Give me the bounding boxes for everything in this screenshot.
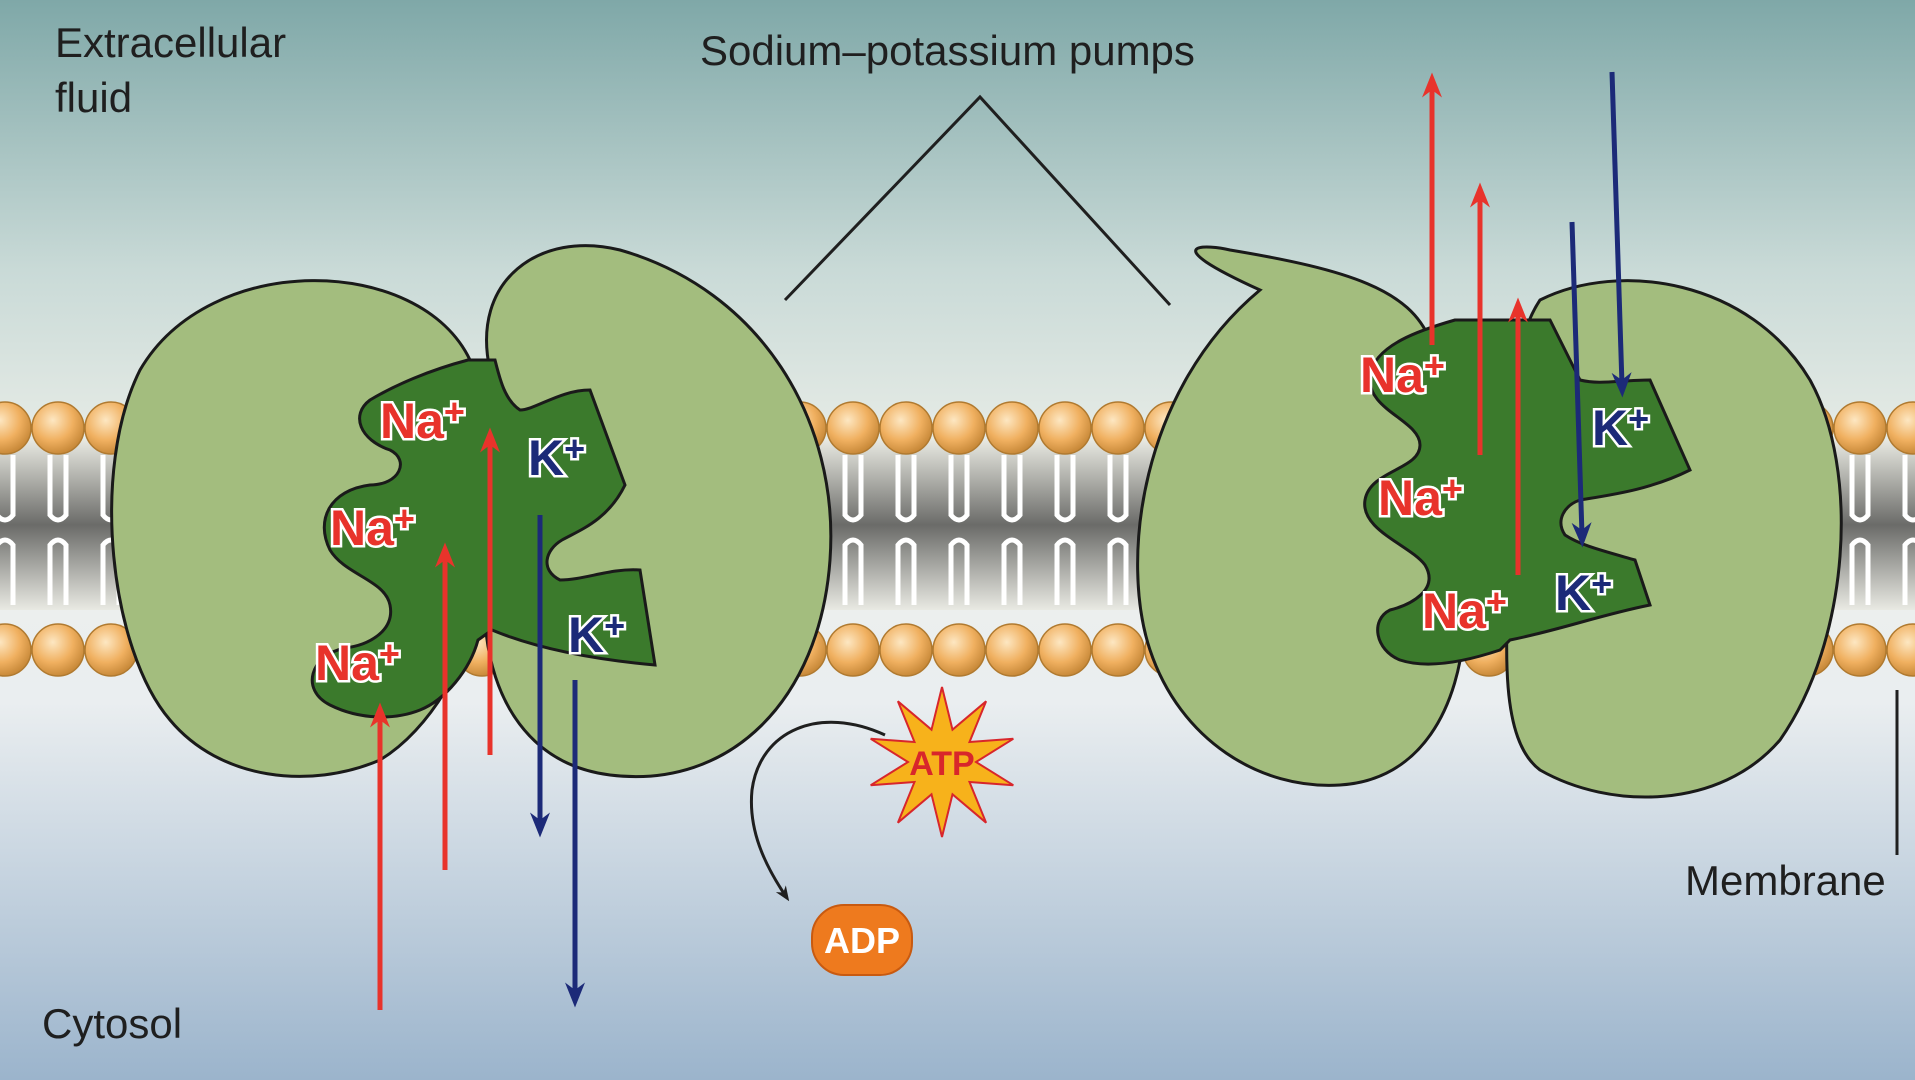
- potassium-ion-label: K+: [1592, 398, 1649, 456]
- lipid-head: [879, 623, 933, 677]
- lipid-head: [932, 623, 986, 677]
- potassium-arrow: [1569, 221, 1592, 548]
- lipid-tail: [47, 455, 69, 523]
- lipid-tail: [0, 537, 16, 605]
- lipid-head: [1833, 401, 1887, 455]
- right-pump-ion-channel: [1363, 318, 1692, 666]
- left-pump-ion-labels: Na+ Na+ Na+ K+ K+: [313, 389, 628, 694]
- lipid-head: [932, 401, 986, 455]
- lipid-tail: [895, 455, 917, 523]
- pumps-title: Sodium–potassium pumps: [700, 27, 1195, 74]
- lipid-head: [1091, 401, 1145, 455]
- atp-to-adp-arrow: [749, 720, 886, 902]
- lipid-tail: [895, 537, 917, 605]
- adp-label: ADP: [824, 920, 900, 961]
- lipid-tail: [1107, 537, 1129, 605]
- lipid-head: [31, 623, 85, 677]
- left-pump: [110, 244, 833, 778]
- pumps-pointer-lines: [783, 94, 1172, 307]
- lipid-head: [0, 623, 32, 677]
- lipid-head: [1886, 401, 1915, 455]
- extracellular-label-line1: Extracellular: [55, 19, 286, 66]
- lipid-tail: [1054, 537, 1076, 605]
- lipid-tail: [948, 455, 970, 523]
- lipid-tail: [47, 537, 69, 605]
- lipid-head: [1886, 623, 1915, 677]
- left-pump-arrows: [370, 427, 585, 1010]
- lipid-head: [985, 623, 1039, 677]
- potassium-ion-label: K+: [528, 428, 585, 486]
- sodium-ion-label: Na+: [315, 633, 400, 691]
- sodium-ion-label: Na+: [1360, 345, 1445, 403]
- right-pump-ion-labels: Na+ Na+ Na+ K+ K+: [1358, 343, 1652, 642]
- lipid-head: [1038, 623, 1092, 677]
- right-pump-arrows: [1422, 71, 1632, 575]
- potassium-ion-label: K+: [1555, 563, 1612, 621]
- lipid-tail: [1107, 455, 1129, 523]
- right-pump: [1136, 245, 1843, 799]
- lipid-tail: [0, 455, 16, 523]
- sodium-ion-label: Na+: [330, 498, 415, 556]
- lipid-head: [985, 401, 1039, 455]
- lipid-tail: [1001, 537, 1023, 605]
- atp-label: ATP: [909, 745, 974, 783]
- potassium-ion-label: K+: [568, 605, 625, 663]
- lipid-tail: [1902, 455, 1915, 523]
- lipid-tail: [1849, 455, 1871, 523]
- lipid-tail: [1001, 455, 1023, 523]
- lipid-head: [31, 401, 85, 455]
- sodium-ion-label: Na+: [1378, 468, 1463, 526]
- lipid-tail: [948, 537, 970, 605]
- sodium-ion-label: Na+: [1422, 581, 1507, 639]
- membrane-label: Membrane: [1685, 857, 1886, 904]
- lipid-head: [826, 623, 880, 677]
- cytosol-label: Cytosol: [42, 1000, 182, 1047]
- lipid-tail: [1902, 537, 1915, 605]
- lipid-head: [1038, 401, 1092, 455]
- lipid-head: [0, 401, 32, 455]
- lipid-head: [879, 401, 933, 455]
- lipid-tail: [1849, 537, 1871, 605]
- lipid-head: [826, 401, 880, 455]
- sodium-ion-label: Na+: [380, 391, 465, 449]
- lipid-tail: [842, 537, 864, 605]
- lipid-tail: [842, 455, 864, 523]
- adp-badge: ADP: [811, 904, 913, 976]
- lipid-head: [1833, 623, 1887, 677]
- lipid-head: [1091, 623, 1145, 677]
- potassium-arrow: [1609, 71, 1632, 398]
- lipid-tail: [1054, 455, 1076, 523]
- atp-burst: ATP: [870, 686, 1014, 838]
- extracellular-label-line2: fluid: [55, 74, 132, 121]
